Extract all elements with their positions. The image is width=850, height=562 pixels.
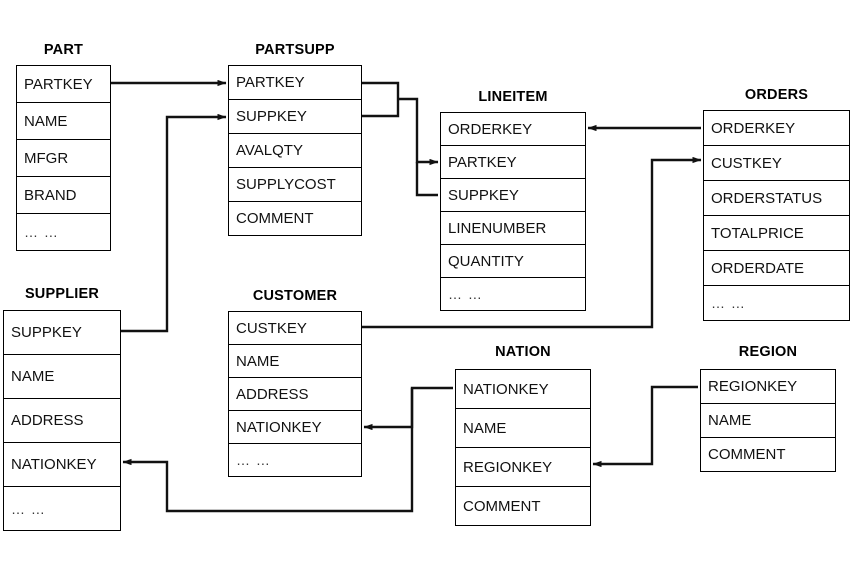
column-cell[interactable]: ADDRESS [4, 399, 120, 443]
column-cell[interactable]: SUPPKEY [4, 311, 120, 355]
column-cell[interactable]: NAME [17, 103, 110, 140]
entity-title-lineitem: LINEITEM [478, 89, 548, 105]
column-cell[interactable]: MFGR [17, 140, 110, 177]
column-cell[interactable]: ORDERSTATUS [704, 181, 849, 216]
entity-title-part: PART [43, 42, 84, 58]
column-cell[interactable]: TOTALPRICE [704, 216, 849, 251]
column-cell[interactable]: NATIONKEY [4, 443, 120, 487]
entity-title-supplier: SUPPLIER [24, 286, 100, 302]
column-cell[interactable]: REGIONKEY [456, 448, 590, 487]
column-cell[interactable]: PARTKEY [17, 66, 110, 103]
relationship-supplier-partsupp [121, 113, 227, 333]
column-cell[interactable]: AVALQTY [229, 134, 361, 168]
column-cell[interactable]: NAME [456, 409, 590, 448]
entity-title-nation: NATION [495, 344, 551, 360]
column-cell[interactable]: … … [17, 214, 110, 251]
column-cell[interactable]: SUPPKEY [229, 100, 361, 134]
relationship-region-nation [592, 385, 698, 468]
relationship-partsupp-lineitem-partkey [398, 97, 439, 166]
column-cell[interactable]: COMMENT [456, 487, 590, 526]
entity-title-partsupp: PARTSUPP [255, 42, 335, 58]
column-cell[interactable]: ORDERKEY [441, 113, 585, 146]
column-cell[interactable]: NAME [701, 404, 835, 438]
relationship-partsupp-bracket-top [362, 81, 400, 118]
column-cell[interactable]: QUANTITY [441, 245, 585, 278]
column-cell[interactable]: NAME [4, 355, 120, 399]
column-cell[interactable]: LINENUMBER [441, 212, 585, 245]
column-cell[interactable]: SUPPKEY [441, 179, 585, 212]
column-cell[interactable]: NAME [229, 345, 361, 378]
column-cell[interactable]: BRAND [17, 177, 110, 214]
column-cell[interactable]: SUPPLYCOST [229, 168, 361, 202]
column-cell[interactable]: CUSTKEY [704, 146, 849, 181]
column-cell[interactable]: ORDERKEY [704, 111, 849, 146]
column-cell[interactable]: NATIONKEY [456, 370, 590, 409]
relationship-partsupp-lineitem-suppkey [415, 162, 438, 197]
entity-title-orders: ORDERS [744, 87, 809, 103]
column-cell[interactable]: PARTKEY [229, 66, 361, 100]
column-cell[interactable]: … … [441, 278, 585, 311]
column-cell[interactable]: REGIONKEY [701, 370, 835, 404]
column-cell[interactable]: ORDERDATE [704, 251, 849, 286]
entity-title-region: REGION [738, 344, 798, 360]
relationship-nation-supplier [122, 388, 414, 513]
column-cell[interactable]: COMMENT [701, 438, 835, 472]
relationship-nation-customer [363, 386, 453, 431]
column-cell[interactable]: … … [4, 487, 120, 531]
column-cell[interactable]: … … [229, 444, 361, 477]
column-cell[interactable]: ADDRESS [229, 378, 361, 411]
column-cell[interactable]: PARTKEY [441, 146, 585, 179]
column-cell[interactable]: COMMENT [229, 202, 361, 236]
column-cell[interactable]: CUSTKEY [229, 312, 361, 345]
column-cell[interactable]: NATIONKEY [229, 411, 361, 444]
relationship-customer-orders [362, 156, 702, 329]
entity-title-customer: CUSTOMER [252, 288, 338, 304]
column-cell[interactable]: … … [704, 286, 849, 321]
